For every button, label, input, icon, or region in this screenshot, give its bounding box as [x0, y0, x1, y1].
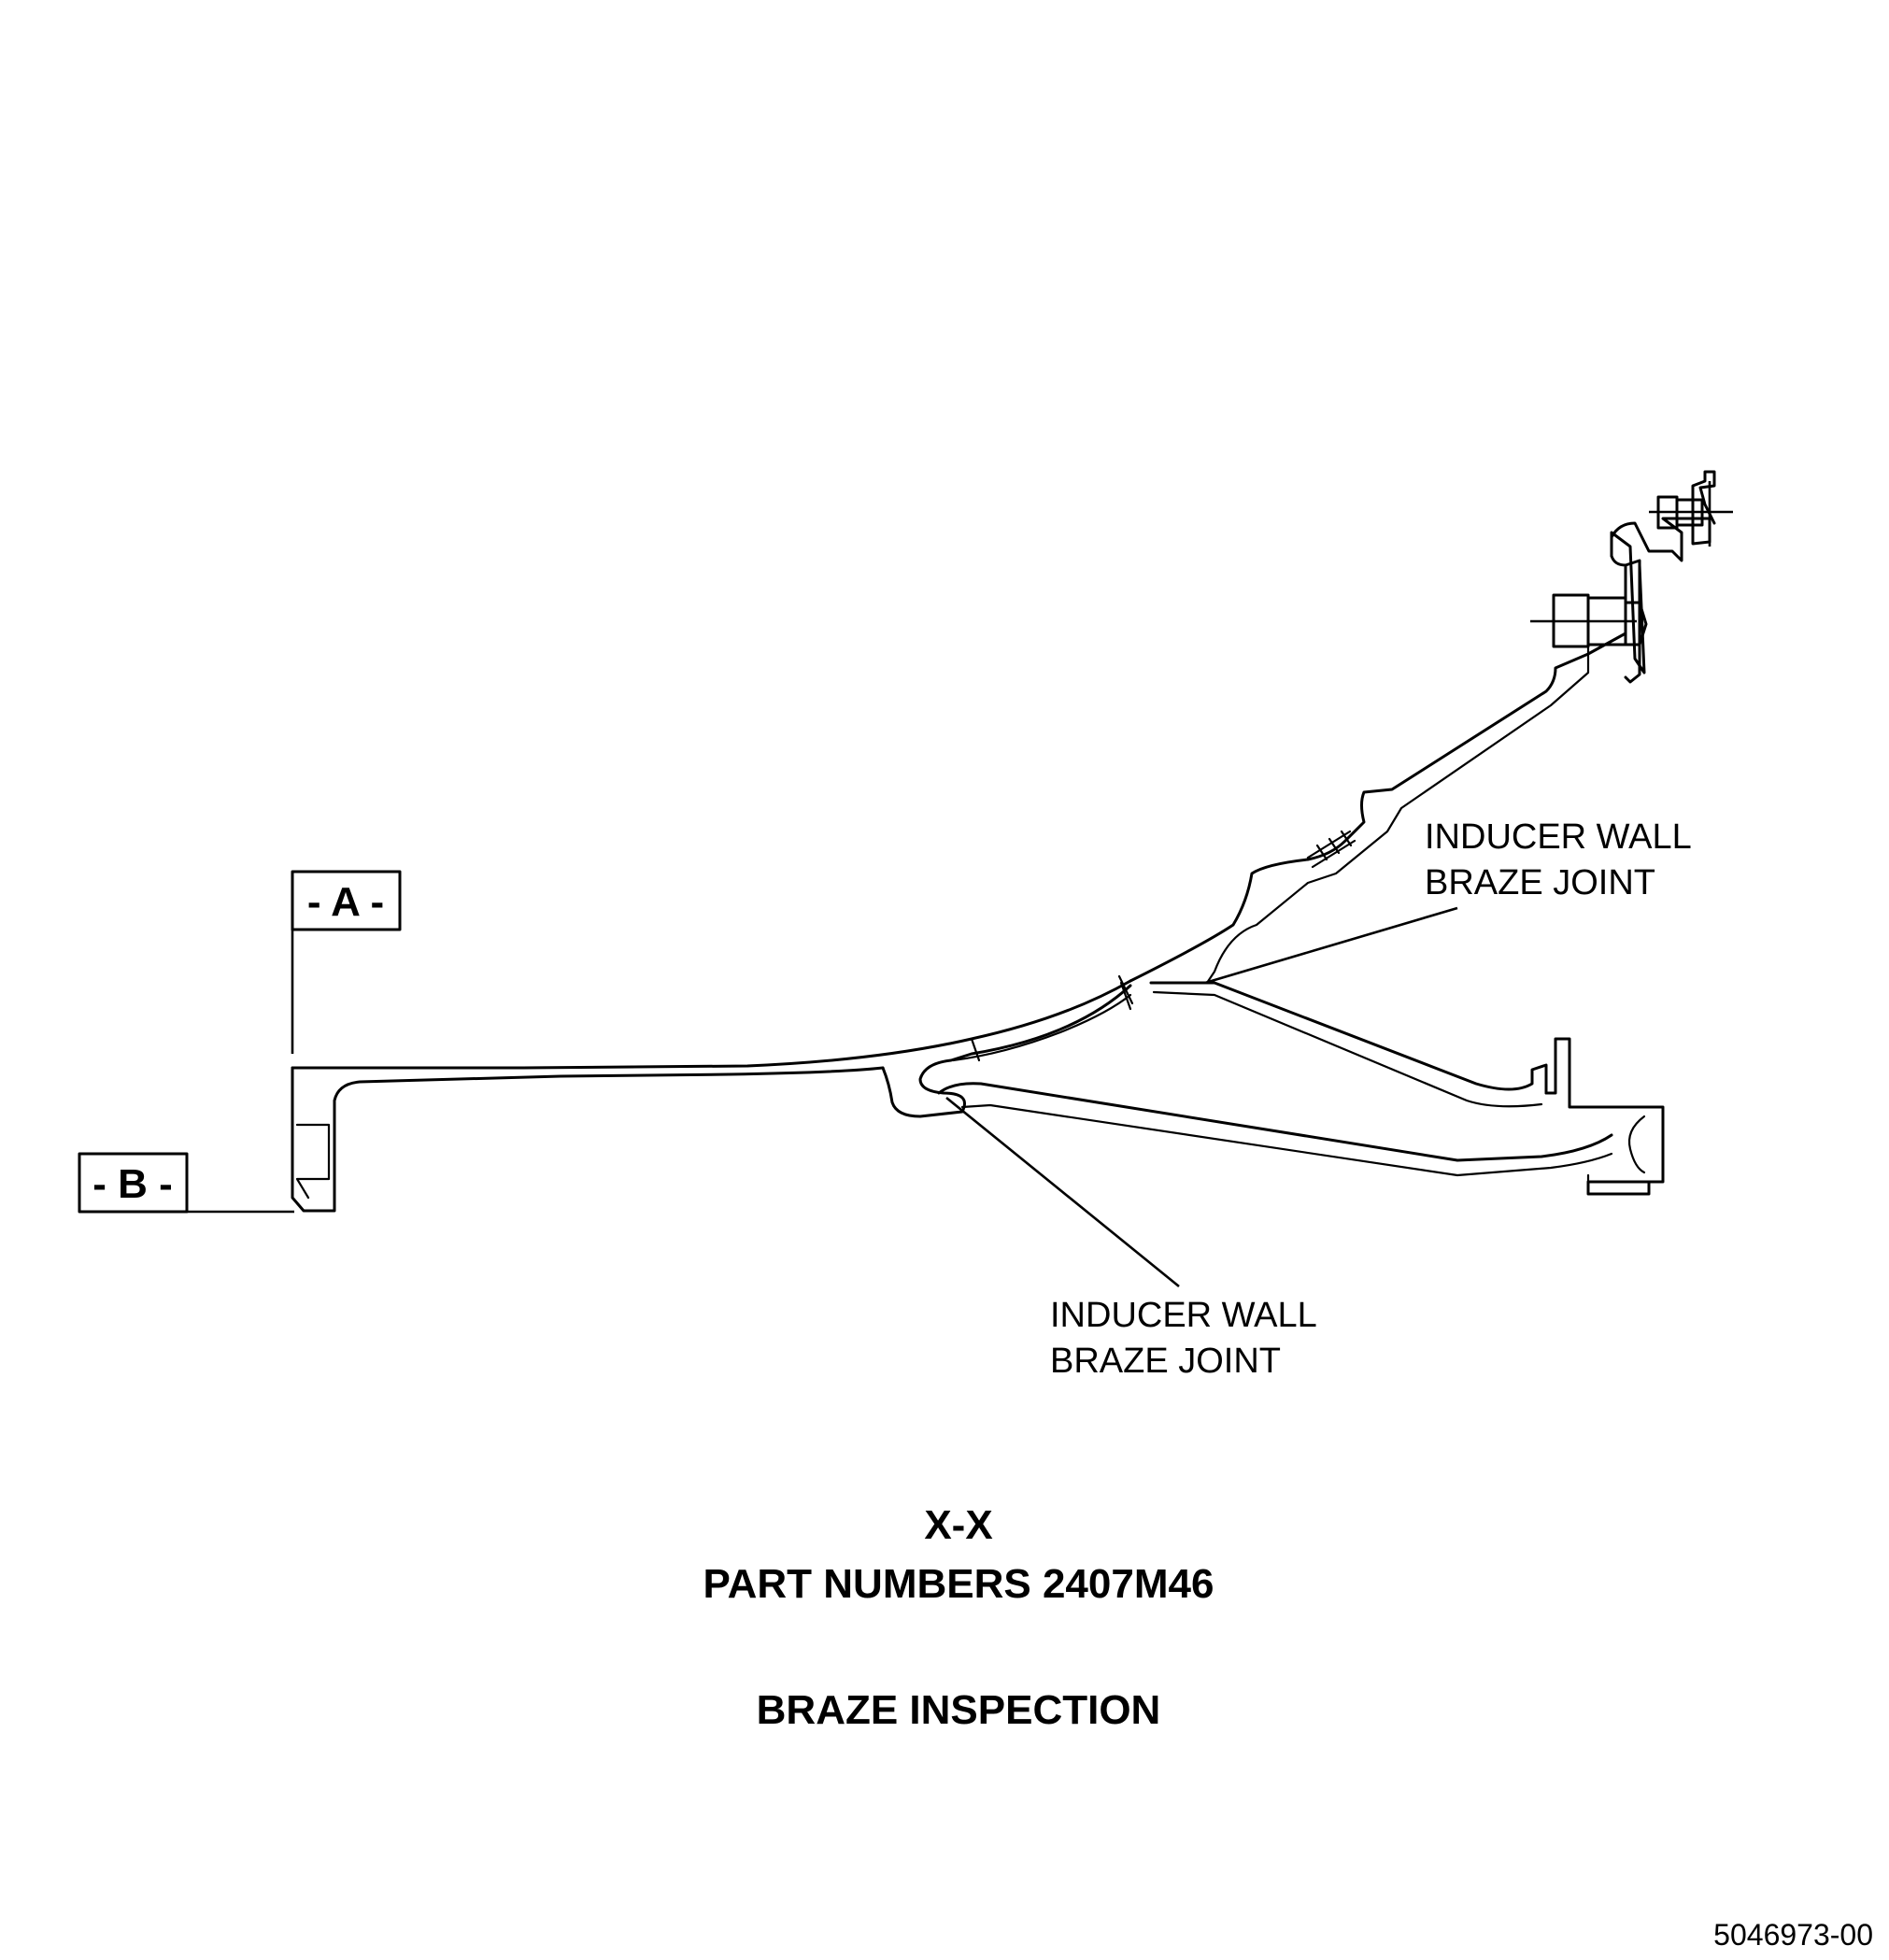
inducer-loop-inner: [951, 993, 1132, 1062]
upper-callout: INDUCER WALL BRAZE JOINT: [1425, 817, 1692, 902]
upper-callout-line2: BRAZE JOINT: [1425, 863, 1655, 902]
datum-b: - B -: [78, 1152, 294, 1214]
caption: X-X PART NUMBERS 2407M46 BRAZE INSPECTIO…: [703, 1502, 1214, 1733]
arm-braze-hatch: [1306, 830, 1356, 869]
lower-inducer-wall: [937, 1082, 1613, 1162]
lower-callout-leader: [945, 1096, 1180, 1288]
flange-top-step: [1610, 470, 1716, 562]
upper-callout-leader: [1204, 906, 1458, 985]
flange-notch: [295, 1123, 331, 1200]
diagonal-arm-seam: [1117, 974, 1134, 1005]
plate-seam-1: [970, 1037, 981, 1062]
lower-callout-line1: INDUCER WALL: [1050, 1296, 1317, 1335]
inducer-loop: [881, 984, 1132, 1118]
right-hub-groove: [1627, 1115, 1646, 1174]
upper-inducer-wall-inner: [1152, 990, 1543, 1108]
diagonal-arm-inner: [1205, 643, 1590, 985]
lower-inducer-wall-inner: [960, 1103, 1613, 1177]
drawing-title: BRAZE INSPECTION: [757, 1687, 1161, 1733]
datum-b-label: - B -: [92, 1161, 173, 1207]
bolt-top: [1656, 495, 1704, 530]
right-hub: [1544, 1037, 1665, 1196]
part-numbers-label: PART NUMBERS 2407M46: [703, 1561, 1214, 1607]
upper-flange-body: [1624, 559, 1641, 684]
lower-callout: INDUCER WALL BRAZE JOINT: [1050, 1296, 1317, 1381]
upper-inducer-wall: [1149, 981, 1548, 1095]
figure-number: 5046973-00: [1713, 1918, 1873, 1952]
upper-callout-line1: INDUCER WALL: [1425, 817, 1692, 857]
datum-a: - A -: [291, 870, 402, 1054]
section-label: X-X: [924, 1502, 992, 1548]
datum-a-label: - A -: [307, 879, 384, 925]
datum-b-frame: [78, 1152, 189, 1214]
part-section-view: [291, 470, 1733, 1213]
plate-seam-2: [1119, 981, 1132, 1011]
datum-a-frame: [291, 870, 402, 931]
main-plate-upper: [291, 979, 1132, 1070]
left-flange: [291, 1066, 885, 1213]
bolt-mid: [1552, 593, 1648, 648]
diagonal-arm: [1129, 554, 1627, 983]
lower-callout-line2: BRAZE JOINT: [1050, 1342, 1281, 1381]
